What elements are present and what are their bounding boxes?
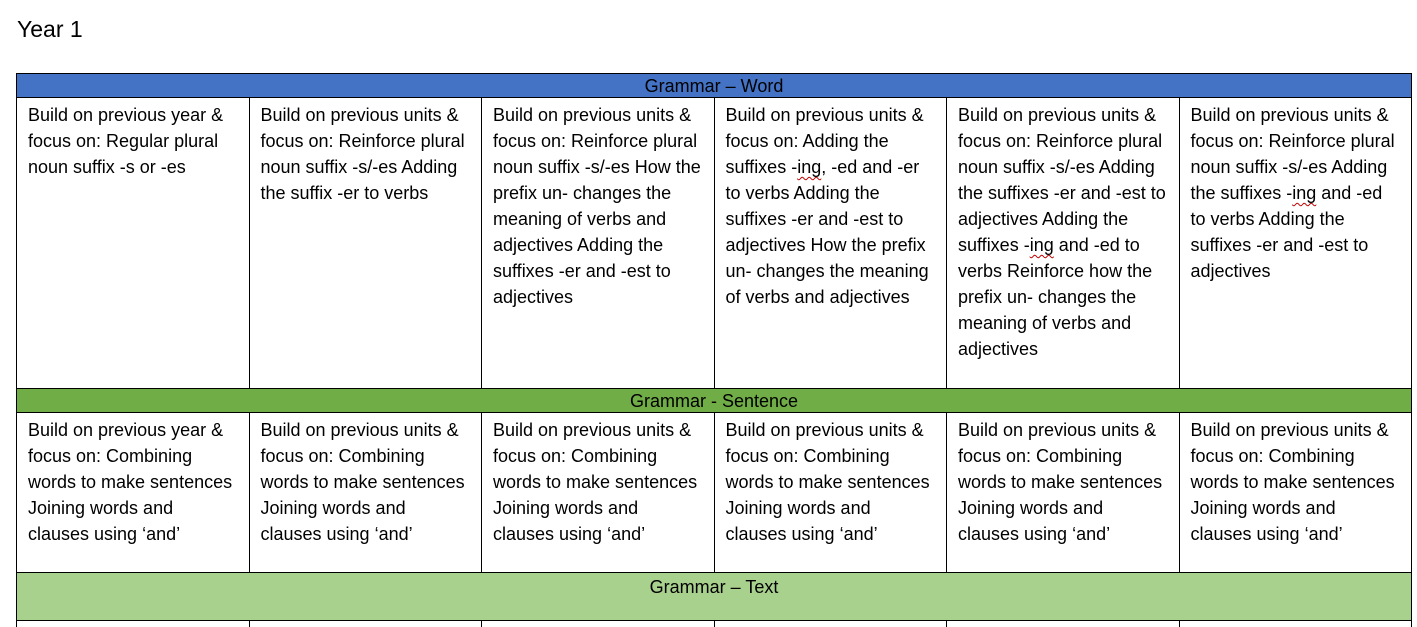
table-row-grammar-sentence: Build on previous year & focus on: Combi… (16, 412, 1412, 573)
table-cell: Build on previous units & focus on: Comb… (1178, 412, 1412, 573)
table-cell: Build on previous units & focus on: Comb… (946, 412, 1180, 573)
table-cell: Build on previous units & focus on: Rein… (1178, 97, 1412, 389)
table-cell: Build on previous year & focus on: Combi… (16, 412, 250, 573)
section-header-label: Grammar - Sentence (16, 388, 1412, 413)
table-cell: Build on previous units & focus on: Comb… (248, 412, 482, 573)
table-cell: Build on previous units & focus on: Comb… (481, 412, 715, 573)
page-title: Year 1 (17, 16, 83, 42)
table-cell: Build on previous units & focus on: Rein… (946, 97, 1180, 389)
section-header-grammar-sentence: Grammar - Sentence (16, 388, 1412, 413)
table-cell: Build on previous year & focus on: Regul… (16, 97, 250, 389)
table-cell (481, 620, 715, 627)
table-cell (1178, 620, 1412, 627)
section-header-label: Grammar – Word (16, 73, 1412, 98)
table-cell: Build on previous units & focus on: Comb… (713, 412, 947, 573)
table-cell (16, 620, 250, 627)
table-cell: Build on previous units & focus on: Rein… (248, 97, 482, 389)
table-row-grammar-word: Build on previous year & focus on: Regul… (16, 97, 1412, 389)
section-header-grammar-text: Grammar – Text (16, 572, 1412, 621)
table-cell (946, 620, 1180, 627)
table-cell (713, 620, 947, 627)
table-cell: Build on previous units & focus on: Rein… (481, 97, 715, 389)
curriculum-table: Grammar – Word Build on previous year & … (16, 73, 1412, 627)
table-cell (248, 620, 482, 627)
section-header-label: Grammar – Text (16, 572, 1412, 621)
table-row-grammar-text (16, 620, 1412, 627)
section-header-grammar-word: Grammar – Word (16, 73, 1412, 98)
table-cell: Build on previous units & focus on: Addi… (713, 97, 947, 389)
